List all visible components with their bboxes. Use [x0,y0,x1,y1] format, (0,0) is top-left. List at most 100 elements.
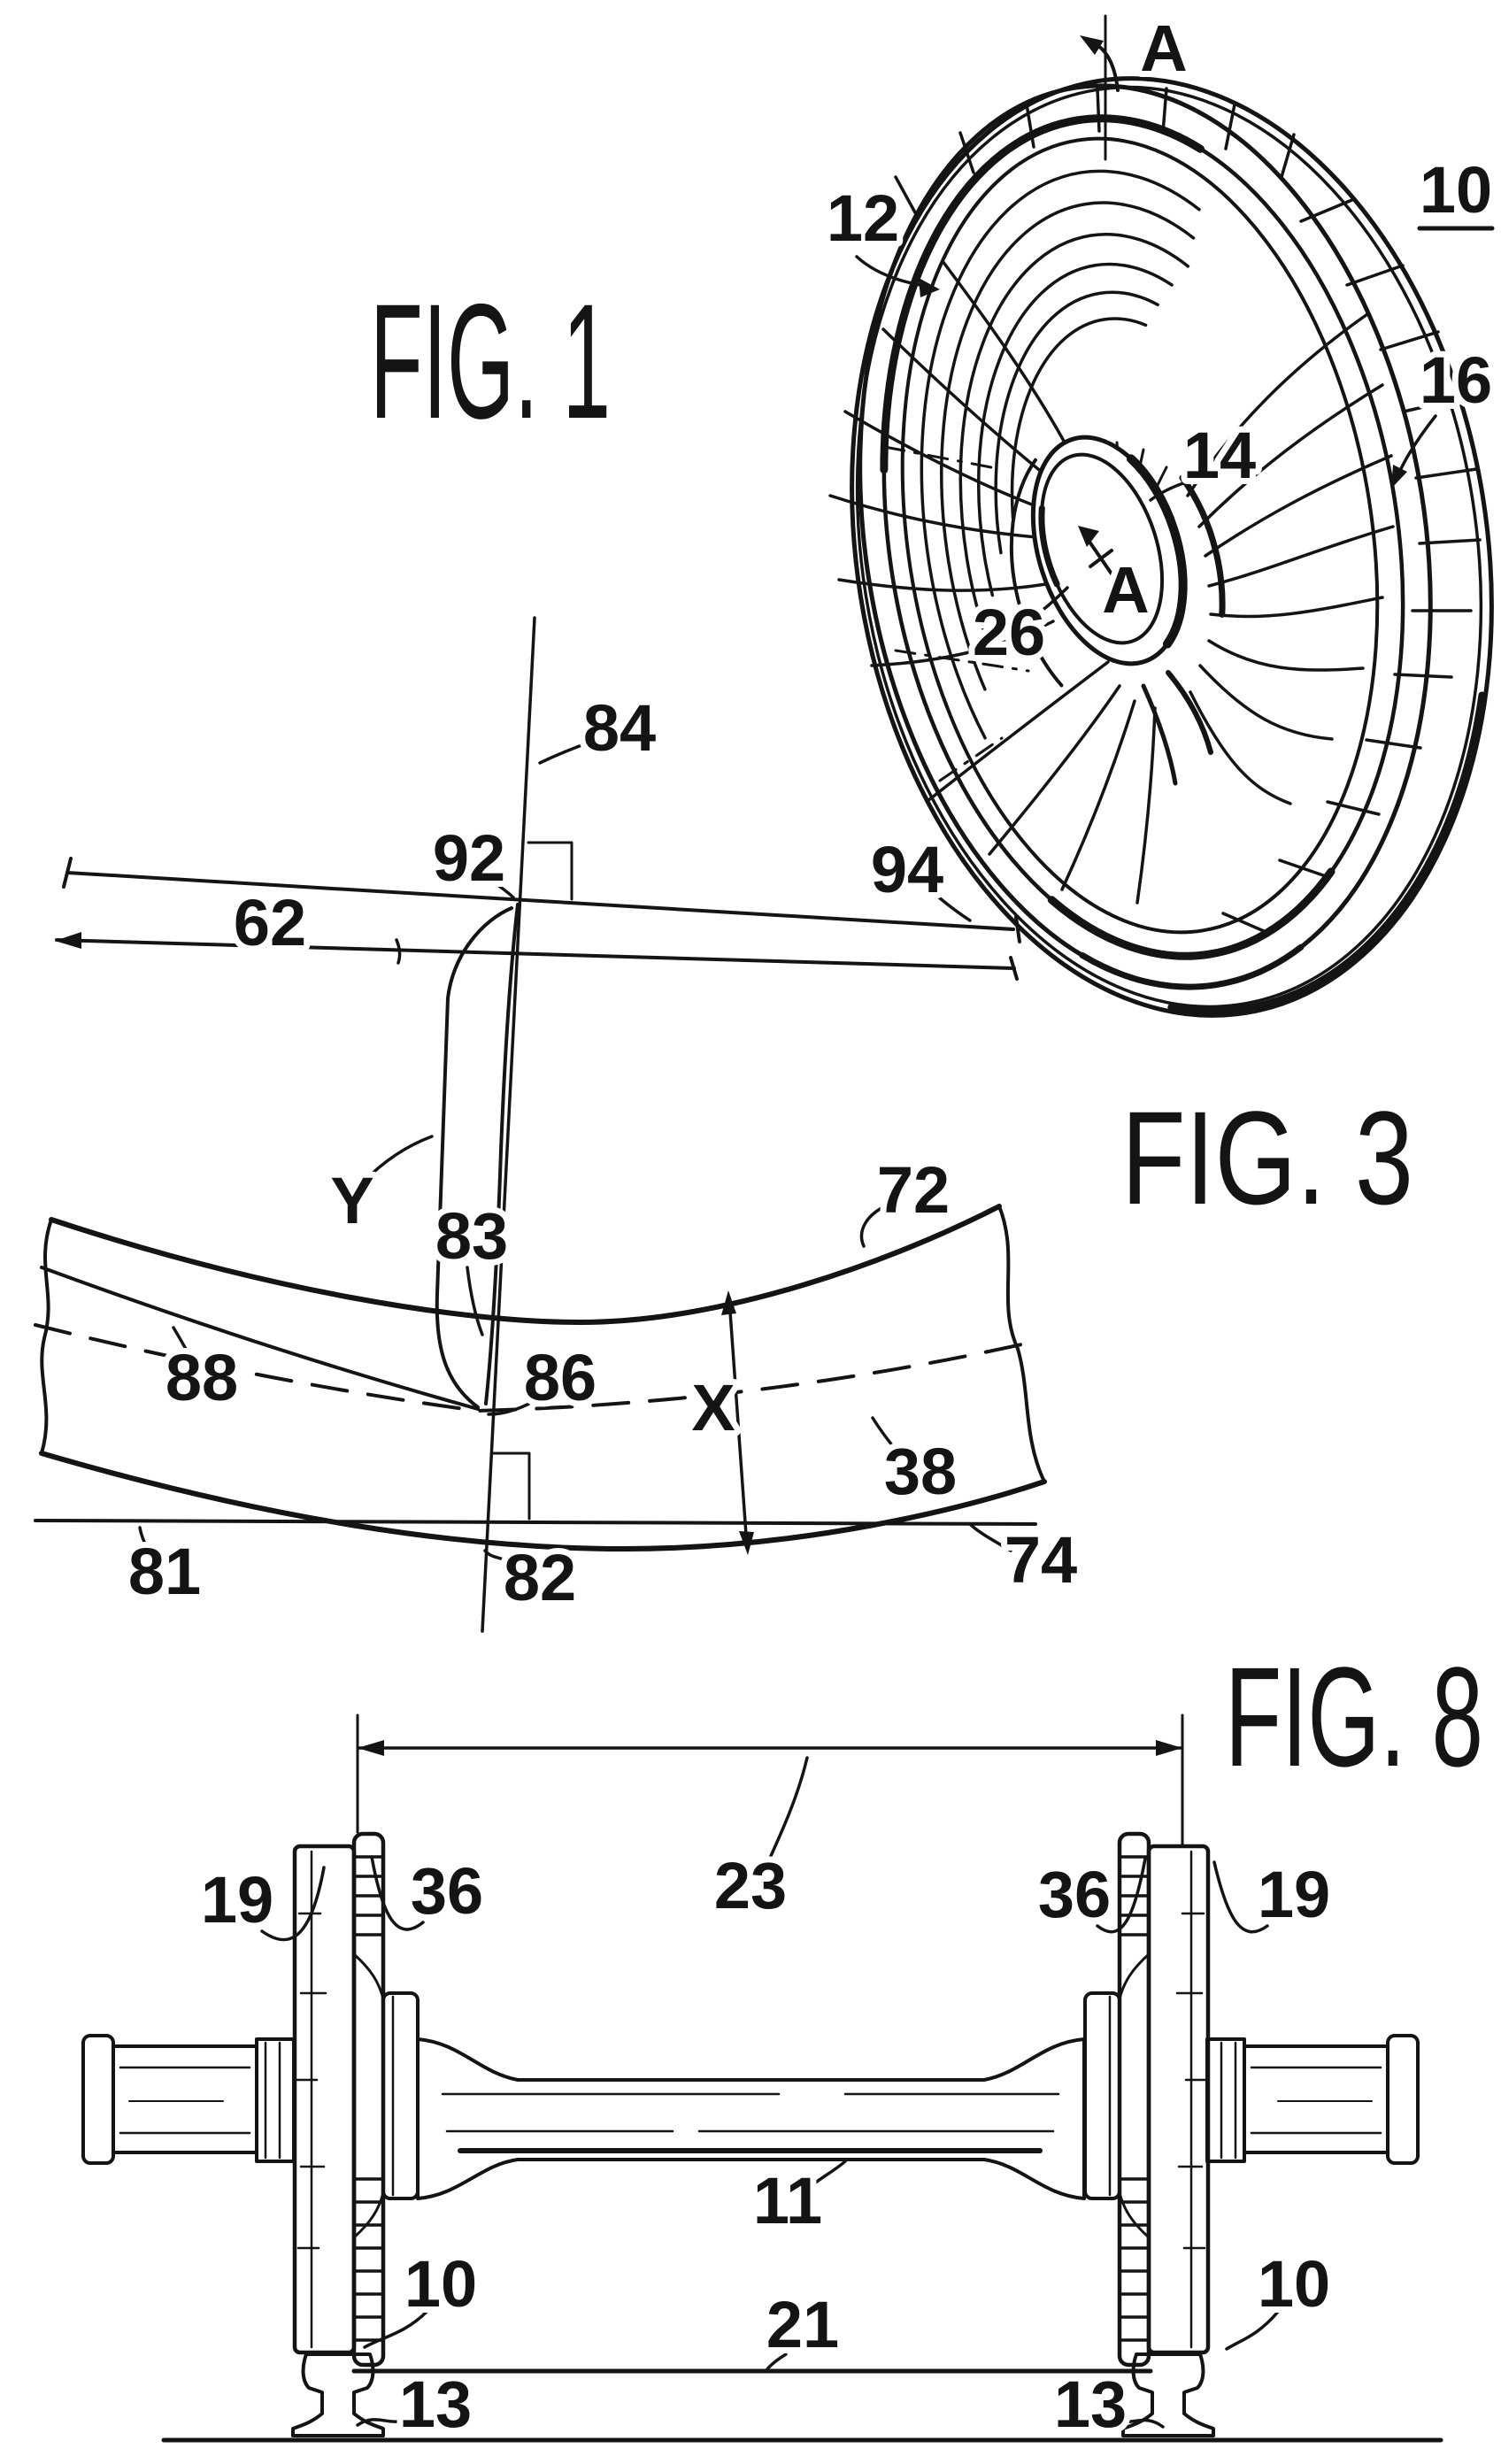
ref-label-26: 26 [973,596,1045,669]
wheel-right-flange-band [1117,1831,1151,2368]
ref-label-36-right: 36 [1038,1858,1111,1931]
fig3-leaders [138,740,1012,1567]
rail-right-break [997,1205,1046,1483]
ref-label-x: X [691,1371,735,1444]
ref-label-a-hub: A [1102,553,1149,627]
wheel-left-hub [381,1991,420,2200]
ref-label-81: 81 [128,1535,201,1608]
ref-label-36-left: 36 [411,1854,483,1928]
fig1-title: FIG. 1 [370,271,611,453]
leader-12 [855,255,922,287]
ref-label-12: 12 [827,181,899,255]
centerline-38 [34,1323,1035,1413]
section-arrowhead-icon [1080,35,1104,55]
web-contour-arcs [920,169,1355,893]
hub-boss-arc-right [1008,422,1226,728]
rail-left [291,2352,385,2437]
fig8-leaders [260,1756,1280,2429]
rail-top-curve-72 [49,1204,1002,1325]
wheel-left [292,1831,420,2368]
ref-label-62: 62 [234,886,306,959]
ref-label-92: 92 [433,821,505,895]
rail-right [1121,2352,1215,2437]
phantom-lines [883,445,1030,782]
journal-left [81,2034,296,2165]
ref-label-72: 72 [877,1153,950,1227]
right-angle-mark-top [527,841,573,901]
line-94-end-tick-right [1014,915,1021,943]
wheel-left-flange-bars [354,1855,383,2342]
datum-line-62 [55,938,1016,970]
x-arrowhead-top-icon [721,1290,736,1315]
rim-face-hatch [894,87,1296,216]
rim-heavy-arc-upper-left [880,114,1407,960]
ref-label-84: 84 [583,691,656,765]
rim-heavy-arc-bottom [880,114,1407,960]
taper-line-94 [65,871,1015,931]
journal-right [1205,2034,1420,2165]
ref-label-88: 88 [165,1341,238,1414]
ref-label-13-right: 13 [1054,2368,1127,2441]
axis-line-84 [481,616,536,1633]
arrowhead-16-icon [1391,465,1407,489]
ref-label-y: Y [330,1164,373,1237]
ref-label-74: 74 [1005,1523,1077,1597]
wheel-left-flange-band [351,1831,386,2368]
fig8-wheelset-drawing: 19 36 23 36 19 11 10 10 21 13 13 FIG. 8 [81,1637,1483,2447]
dim-arrowhead-left-icon [358,1740,384,1756]
line-62-end-tick-right [1009,956,1019,981]
ground-line-81 [34,1519,1037,1526]
fig1-wheel-drawing: A 10 12 16 14 26 A FIG. 1 [370,5,1498,1018]
tread-hatch [1221,197,1482,933]
leader-14 [1149,481,1188,502]
ref-label-10-right: 10 [1258,2247,1330,2321]
arrowhead-12-icon [919,278,940,297]
ref-label-82: 82 [504,1541,576,1614]
wheel-right-flange-bars [1120,1855,1149,2342]
x-arrow-line [727,1297,749,1549]
fig3-geometry-drawing: 84 92 94 62 Y 83 88 86 72 X 38 74 81 82 … [34,616,1413,1633]
right-angle-mark-bottom [490,1451,531,1521]
hub-boss-arc-left [1009,423,1225,728]
bore-heavy-left [1038,451,1166,646]
dish-outer-edge [900,136,1380,935]
ref-label-14: 14 [1183,419,1256,492]
ref-label-19-left: 19 [201,1863,273,1937]
rim-heavy-arc-bottom2 [857,82,1434,990]
dim-arrowhead-right-icon [1156,1740,1182,1756]
ref-label-83: 83 [435,1199,508,1273]
hub-section-arrowhead-icon [1078,526,1099,547]
ref-label-10: 10 [1420,153,1492,227]
ref-label-13-left: 13 [399,2368,472,2441]
ref-label-a-top: A [1140,12,1187,85]
ref-label-38: 38 [884,1435,957,1508]
x-arrowhead-bottom-icon [739,1531,754,1555]
wheel-right-hub [1083,1991,1121,2200]
ref-label-94: 94 [871,833,943,906]
ref-label-86: 86 [524,1341,597,1414]
line-94-end-tick-left [62,857,73,889]
profile-strip-left [435,906,513,1409]
axle-contour-lines [441,2092,1060,2153]
ref-label-16: 16 [1420,343,1492,417]
bore-heavy-crescent [1028,433,1188,668]
ref-label-19-right: 19 [1258,1858,1330,1931]
ref-label-10-left: 10 [404,2247,477,2321]
hub-section-tick [1089,549,1113,568]
leader-26 [1027,586,1069,623]
axle-body [416,2037,1086,2200]
wheel-right-face-shading [1175,1912,1207,2250]
ref-label-11: 11 [753,2164,822,2237]
ref-label-23: 23 [714,1849,787,1922]
fig3-title: FIG. 3 [1121,1083,1413,1232]
profile-strip-right [484,903,520,1405]
ref-label-21: 21 [766,2288,839,2361]
dimension-23 [356,1713,1184,1846]
rail-bottom-curve-74 [39,1451,1047,1552]
web-swirl-lines [828,259,1395,905]
line-62-arrowhead-icon [55,932,81,949]
wheel-outer-edge [850,76,1494,1018]
tread-heavy-arc [851,79,1492,1015]
